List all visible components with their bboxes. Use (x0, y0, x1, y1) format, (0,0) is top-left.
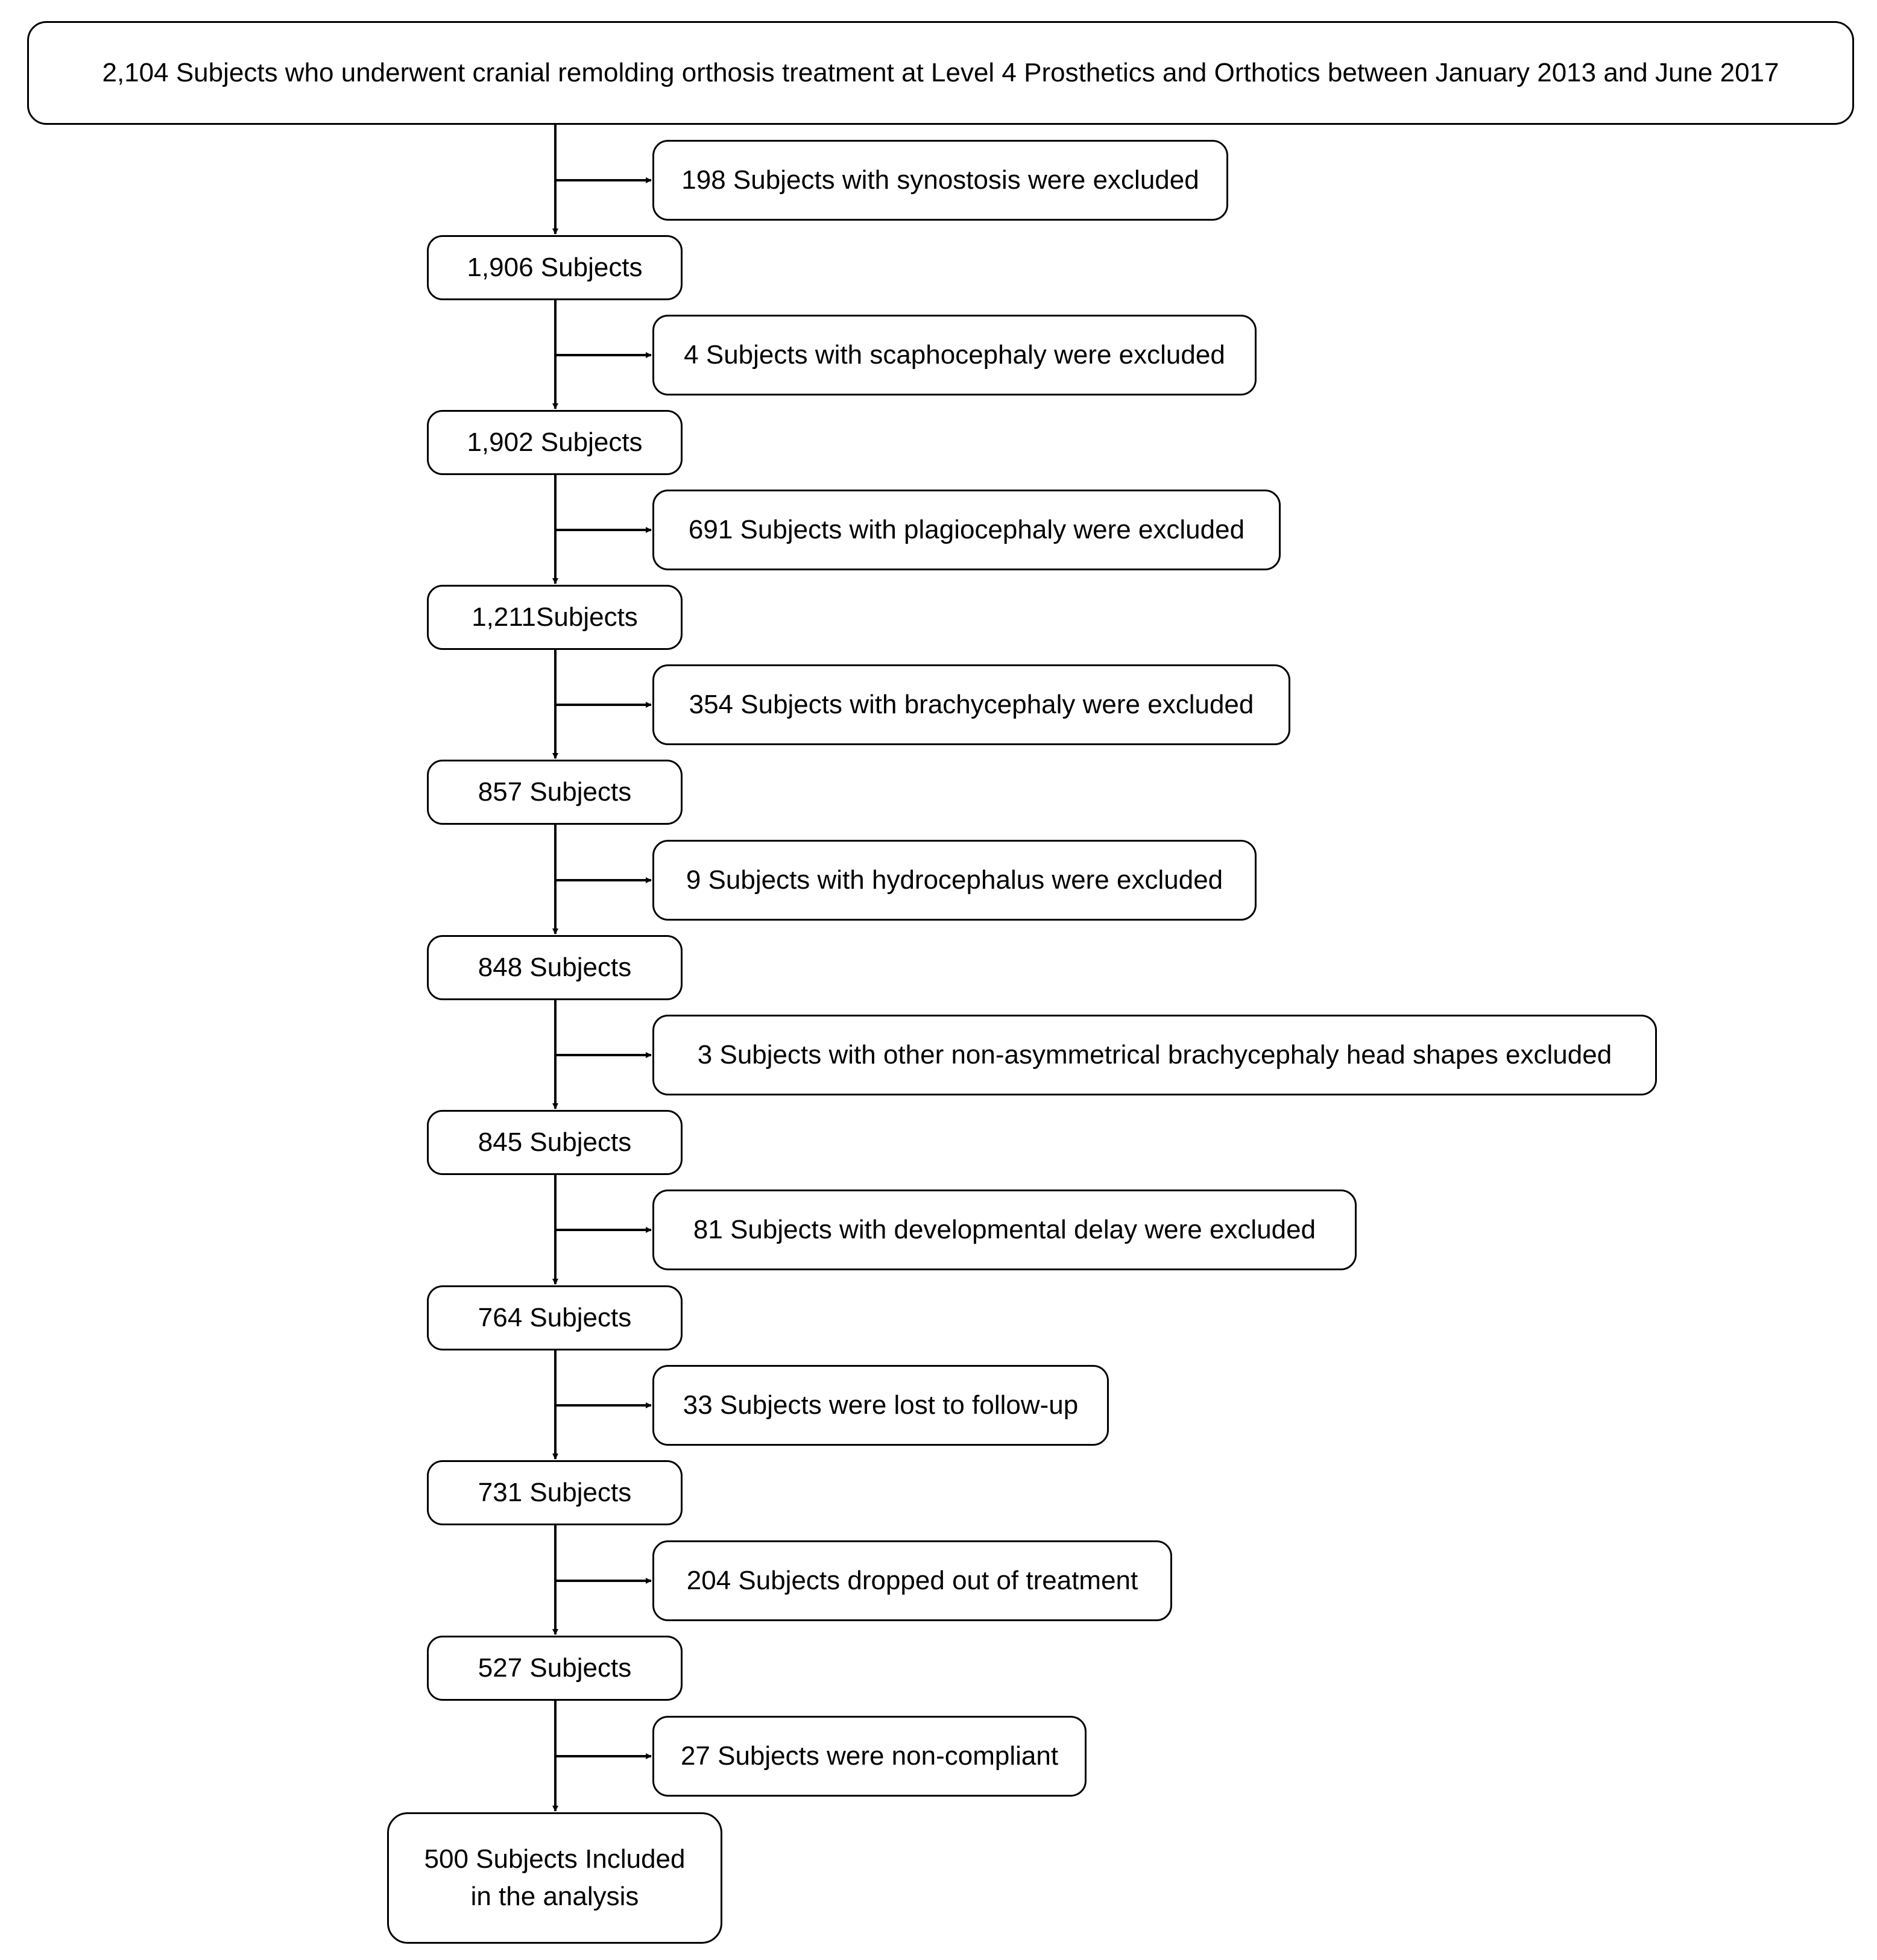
exclusion-text: 3 Subjects with other non-asymmetrical b… (697, 1040, 1612, 1070)
remaining-box: 764 Subjects (427, 1285, 683, 1350)
remaining-text: 857 Subjects (478, 777, 632, 807)
remaining-text: 764 Subjects (478, 1303, 632, 1332)
remaining-text: 845 Subjects (478, 1127, 632, 1157)
exclusion-box-synostosis: 198 Subjects with synostosis were exclud… (652, 140, 1228, 221)
exclusion-text: 4 Subjects with scaphocephaly were exclu… (684, 340, 1225, 370)
exclusion-box-dropped-out: 204 Subjects dropped out of treatment (652, 1540, 1172, 1621)
remaining-text: 731 Subjects (478, 1478, 632, 1507)
remaining-box: 857 Subjects (427, 760, 683, 825)
remaining-box: 1,211Subjects (427, 585, 683, 650)
remaining-box: 527 Subjects (427, 1636, 683, 1701)
final-text-line2: in the analysis (470, 1882, 639, 1911)
exclusion-text: 691 Subjects with plagiocephaly were exc… (688, 515, 1245, 544)
remaining-box: 848 Subjects (427, 935, 683, 1000)
exclusion-text: 354 Subjects with brachycephaly were exc… (689, 690, 1254, 719)
final-included-box: 500 Subjects Included in the analysis (387, 1812, 722, 1944)
exclusion-box-brachycephaly: 354 Subjects with brachycephaly were exc… (652, 664, 1290, 745)
remaining-box: 1,906 Subjects (427, 235, 683, 300)
final-text-line1: 500 Subjects Included (424, 1844, 686, 1874)
exclusion-text: 198 Subjects with synostosis were exclud… (681, 165, 1199, 195)
source-population-box: 2,104 Subjects who underwent cranial rem… (27, 21, 1854, 125)
exclusion-text: 27 Subjects were non-compliant (680, 1741, 1059, 1771)
exclusion-box-scaphocephaly: 4 Subjects with scaphocephaly were exclu… (652, 315, 1257, 395)
remaining-text: 1,902 Subjects (467, 427, 643, 457)
remaining-text: 527 Subjects (478, 1653, 632, 1683)
exclusion-text: 81 Subjects with developmental delay wer… (693, 1215, 1316, 1244)
remaining-box: 731 Subjects (427, 1460, 683, 1525)
exclusion-text: 33 Subjects were lost to follow-up (683, 1390, 1079, 1420)
exclusion-text: 9 Subjects with hydrocephalus were exclu… (686, 865, 1223, 895)
exclusion-box-lost-to-follow-up: 33 Subjects were lost to follow-up (652, 1365, 1109, 1446)
remaining-box: 1,902 Subjects (427, 410, 683, 475)
remaining-text: 848 Subjects (478, 953, 632, 982)
exclusion-box-plagiocephaly: 691 Subjects with plagiocephaly were exc… (652, 490, 1281, 570)
exclusion-box-other-head-shapes: 3 Subjects with other non-asymmetrical b… (652, 1015, 1657, 1095)
source-population-text: 2,104 Subjects who underwent cranial rem… (102, 58, 1779, 87)
exclusion-box-developmental-delay: 81 Subjects with developmental delay wer… (652, 1190, 1357, 1270)
exclusion-box-non-compliant: 27 Subjects were non-compliant (652, 1716, 1087, 1797)
remaining-box: 845 Subjects (427, 1110, 683, 1175)
remaining-text: 1,906 Subjects (467, 253, 643, 282)
exclusion-box-hydrocephalus: 9 Subjects with hydrocephalus were exclu… (652, 840, 1257, 921)
remaining-text: 1,211Subjects (472, 602, 638, 632)
exclusion-text: 204 Subjects dropped out of treatment (686, 1566, 1138, 1595)
